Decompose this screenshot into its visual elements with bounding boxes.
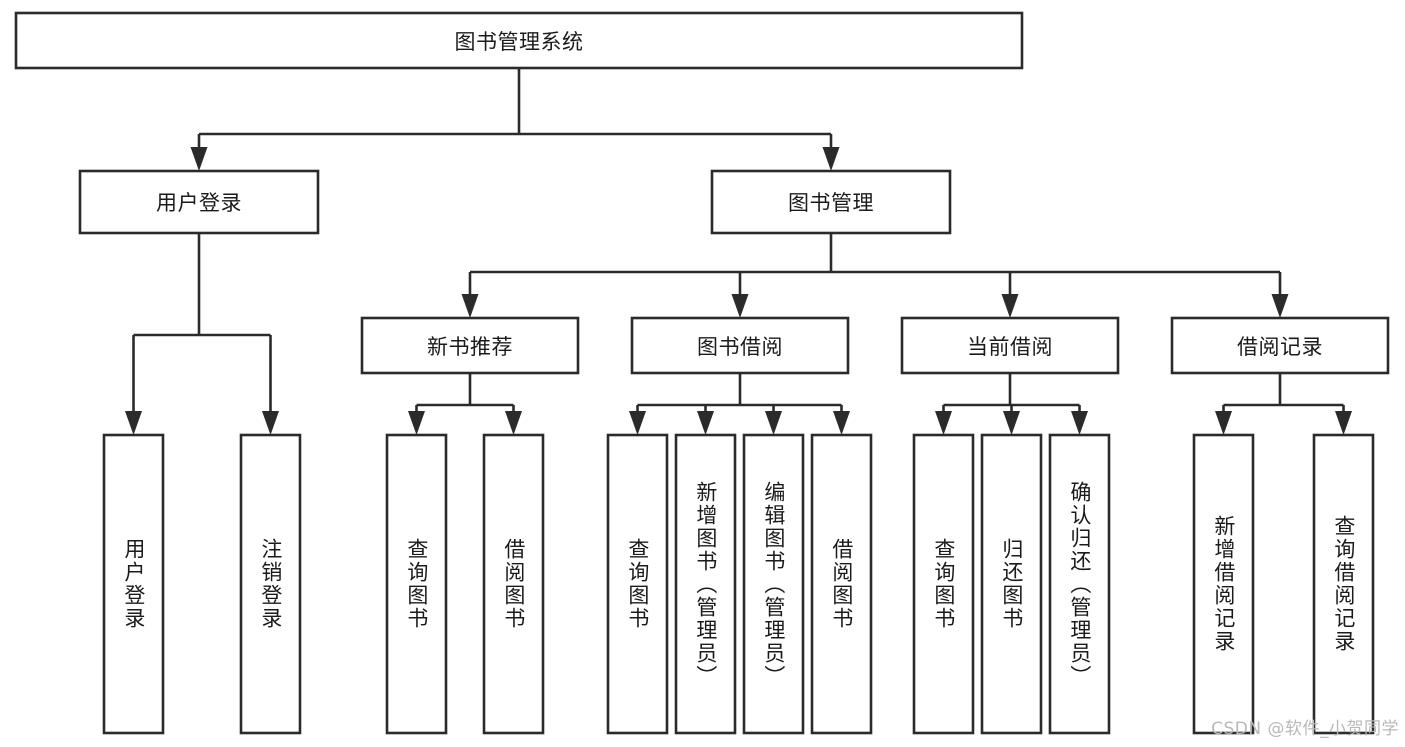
arrow-mid-0-1 bbox=[505, 411, 522, 435]
node-box-current-borrow bbox=[900, 316, 1120, 375]
node-box-bb-add-book bbox=[674, 433, 737, 735]
arrow-mid-2-2 bbox=[1071, 411, 1088, 435]
arrow-root-1 bbox=[822, 147, 840, 171]
node-box-nbr-query-book bbox=[385, 433, 448, 735]
arrow-mid-2-1 bbox=[1003, 411, 1020, 435]
arrow-book-manage-3 bbox=[1271, 294, 1289, 318]
arrow-book-manage-1 bbox=[731, 294, 749, 318]
node-box-user-logout bbox=[239, 433, 302, 735]
arrow-user-login-0 bbox=[125, 411, 142, 435]
arrow-root-0 bbox=[190, 147, 208, 171]
arrow-mid-0-0 bbox=[408, 411, 425, 435]
node-box-user-login-do bbox=[102, 433, 165, 735]
watermark-text: CSDN @软件_小贺同学 bbox=[1211, 719, 1399, 739]
node-box-nbr-borrow-book bbox=[482, 433, 545, 735]
node-box-bb-query-book bbox=[606, 433, 669, 735]
arrow-mid-3-1 bbox=[1335, 411, 1352, 435]
node-box-root bbox=[14, 11, 1024, 70]
node-box-book-manage bbox=[710, 169, 952, 235]
node-box-cb-query-book bbox=[912, 433, 975, 735]
node-box-bb-borrow-book bbox=[810, 433, 873, 735]
arrow-mid-1-3 bbox=[833, 411, 850, 435]
connector-layer bbox=[125, 68, 1352, 435]
node-box-user-login bbox=[78, 169, 320, 235]
node-box-bb-edit-book bbox=[742, 433, 805, 735]
arrow-mid-1-1 bbox=[697, 411, 714, 435]
arrow-mid-1-0 bbox=[629, 411, 646, 435]
arrow-mid-3-0 bbox=[1215, 411, 1232, 435]
node-box-cb-return-book bbox=[980, 433, 1043, 735]
arrow-user-login-1 bbox=[262, 411, 279, 435]
box-layer bbox=[14, 11, 1390, 735]
arrow-mid-1-2 bbox=[765, 411, 782, 435]
arrow-book-manage-2 bbox=[1001, 294, 1019, 318]
node-box-borrow-record bbox=[1170, 316, 1390, 375]
arrow-mid-2-0 bbox=[935, 411, 952, 435]
node-box-br-query-record bbox=[1312, 433, 1375, 735]
node-box-book-borrow bbox=[630, 316, 850, 375]
node-box-cb-confirm-return bbox=[1048, 433, 1111, 735]
arrow-book-manage-0 bbox=[461, 294, 479, 318]
node-box-br-add-record bbox=[1192, 433, 1255, 735]
node-box-new-book-recommend bbox=[360, 316, 580, 375]
